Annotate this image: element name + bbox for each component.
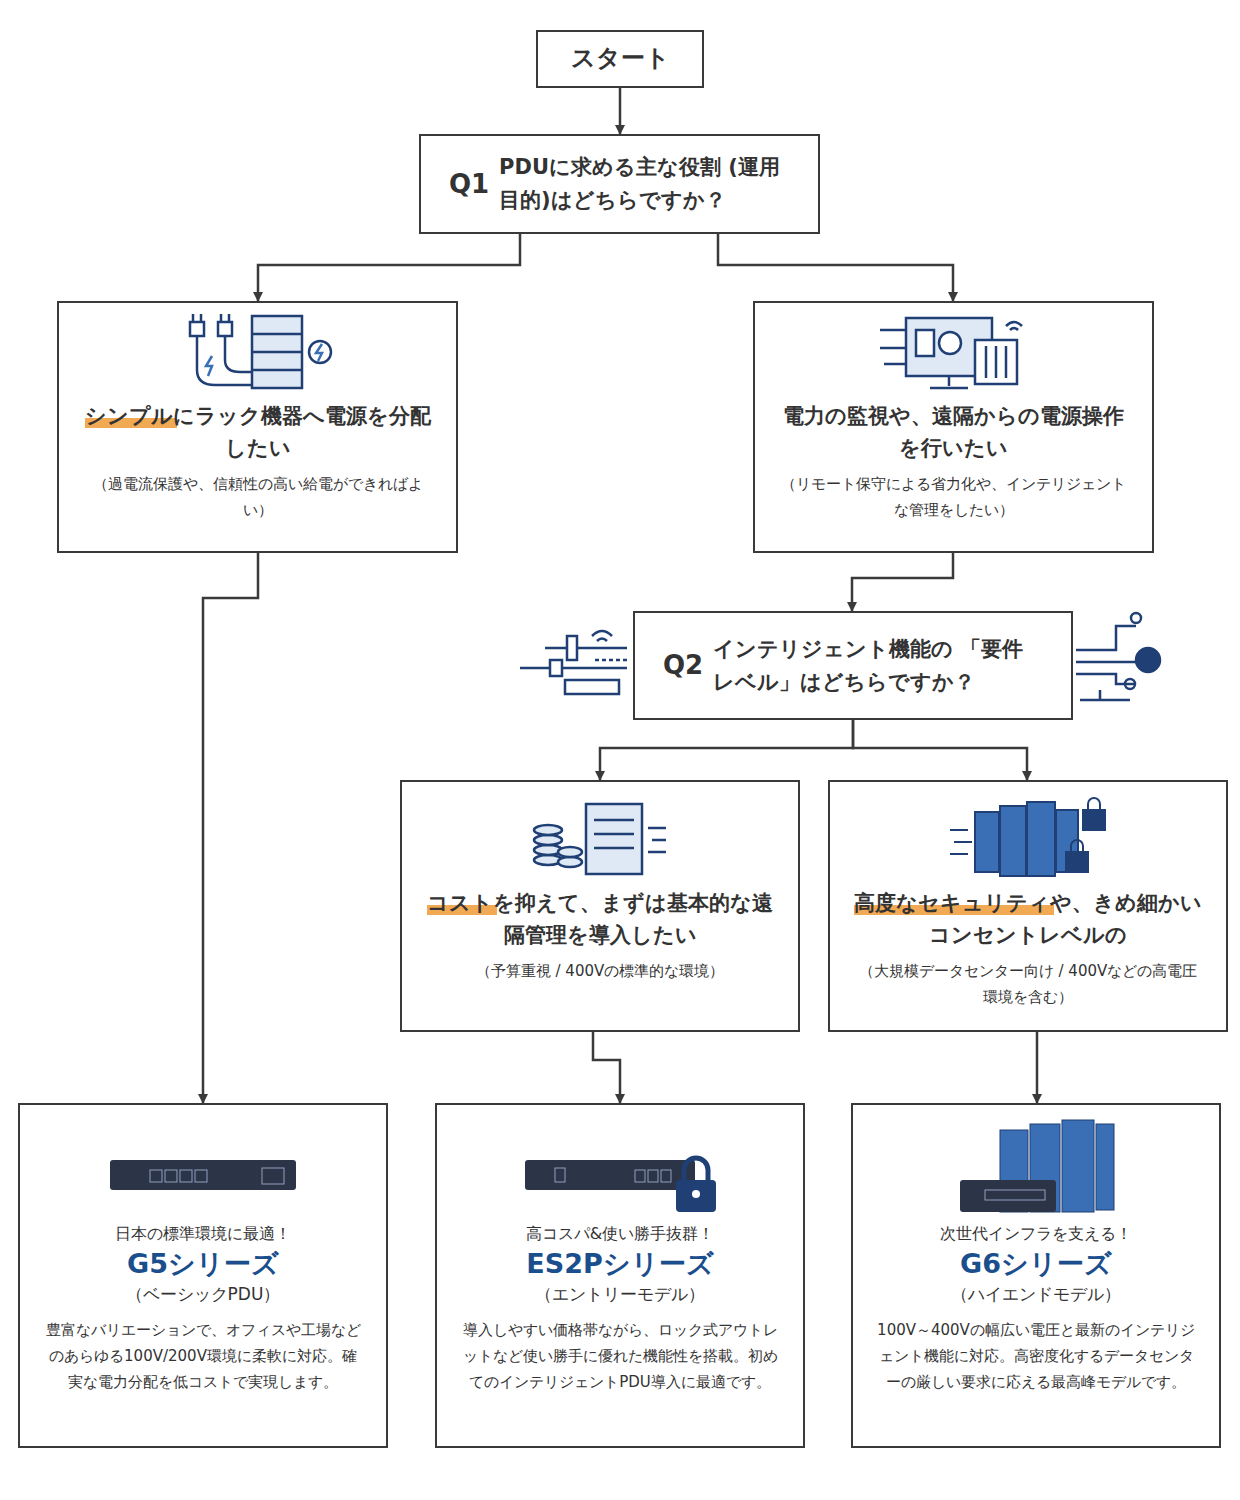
body-text: （リモート保守による省力化や、インテリジェントな管理をしたい） [777,472,1130,523]
body-text: 導入しやすい価格帯ながら、ロック式アウトレットなど使い勝手に優れた機能性を搭載。… [459,1317,781,1396]
body-text: （過電流保護や、信頼性の高い給電ができればよい） [81,472,434,523]
product-box: 高コスパ&使い勝手抜群！ES2Pシリーズ（エントリーモデル） 導入しやすい価格帯な… [435,1103,805,1448]
body-text: （ハイエンドモデル） [951,1283,1121,1307]
question-box: Q2 インテリジェント機能の 「要件レベル」はどちらですか？ [633,611,1073,720]
flow-arrow [718,234,953,301]
heading-text: スタート [571,42,670,76]
body-text: 豊富なバリエーションで、オフィスや工場などのあらゆる100V/200V環境に柔軟… [42,1317,364,1396]
flow-arrow [593,1032,620,1103]
body-text: （ベーシックPDU） [126,1283,281,1307]
flow-arrow [203,553,258,1103]
heading-text: 高コスパ&使い勝手抜群！ [526,1223,714,1245]
heading-text: シンプルにラック機器へ電源を分配したい [81,401,434,464]
body-text: 100V～400Vの幅広い電圧と最新のインテリジェント機能に対応。高密度化するデ… [875,1317,1197,1396]
body-text: インテリジェント機能の 「要件レベル」はどちらですか？ [713,633,1043,698]
body-text: PDUに求める主な役割 (運用目的)はどちらですか？ [499,151,790,216]
question-number: Q2 [663,647,703,683]
heading-text: 高度なセキュリティや、きめ細かいコンセントレベルの [852,888,1204,951]
option-box: 高度なセキュリティや、きめ細かいコンセントレベルの （大規模データセンター向け /… [828,780,1228,1032]
heading-text: 次世代インフラを支える！ [940,1223,1132,1245]
product-box: 次世代インフラを支える！G6シリーズ（ハイエンドモデル） 100V～400Vの幅広… [851,1103,1221,1448]
product-box: 日本の標準環境に最適！G5シリーズ（ベーシックPDU） 豊富なバリエーションで、オ… [18,1103,388,1448]
flow-arrow [258,234,520,301]
body-text: （大規模データセンター向け / 400Vなどの高電圧環境を含む） [852,959,1204,1010]
body-text: G6シリーズ [960,1245,1112,1283]
flow-arrow [1036,1032,1039,1103]
option-box: シンプルにラック機器へ電源を分配したい （過電流保護や、信頼性の高い給電ができれば… [57,301,458,553]
monitor-icon [880,318,1022,388]
option-box: 電力の監視や、遠隔からの電源操作を行いたい （リモート保守による省力化や、インテリ… [753,301,1154,553]
plug-rack-icon [190,314,331,388]
flow-arrow [853,720,1027,780]
body-text: G5シリーズ [127,1245,279,1283]
network-icons [520,613,1160,700]
body-text: （予算重視 / 400Vの標準的な環境） [476,959,724,985]
pdu-image [110,1120,1114,1212]
question-box: Q1 PDUに求める主な役割 (運用目的)はどちらですか？ [419,134,820,234]
heading-text: コストを抑えて、まずは基本的な遠隔管理を導入したい [424,888,776,951]
coins-server-icon [534,804,666,874]
datacenter-lock-icon [950,798,1105,876]
heading-text: 電力の監視や、遠隔からの電源操作を行いたい [777,401,1130,464]
heading-text: 日本の標準環境に最適！ [115,1223,291,1245]
body-text: ES2Pシリーズ [526,1245,713,1283]
start-box: スタート [536,30,704,88]
body-text: （エントリーモデル） [535,1283,705,1307]
question-number: Q1 [449,166,489,202]
flow-arrow [619,88,622,134]
option-box: コストを抑えて、まずは基本的な遠隔管理を導入したい （予算重視 / 400Vの標準… [400,780,800,1032]
flow-arrow [852,553,953,611]
flow-arrow [600,720,853,780]
